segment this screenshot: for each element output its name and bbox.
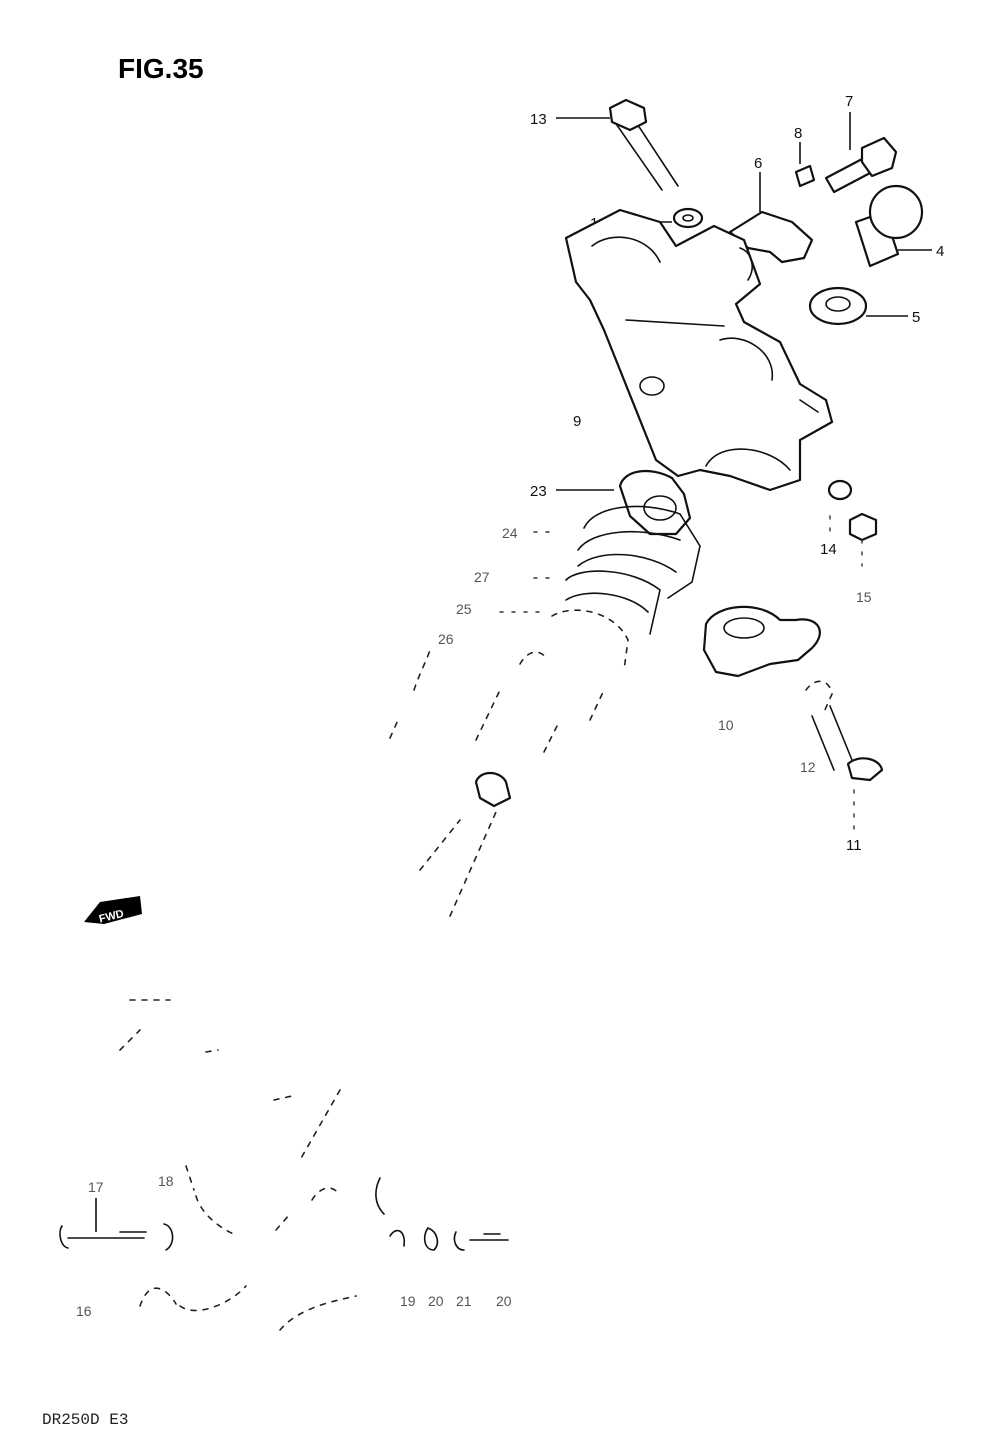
callout-17: 17 [88, 1179, 104, 1195]
lower-assembly [59, 1165, 509, 1331]
callout-9: 9 [573, 413, 581, 430]
callout-15: 15 [856, 589, 872, 605]
callout-21: 21 [456, 1293, 472, 1309]
washer-14-right [827, 479, 853, 501]
washer-5 [808, 286, 868, 326]
model-label: DR250D E3 [42, 1411, 128, 1429]
callout-23: 23 [530, 483, 547, 500]
callout-18: 18 [158, 1173, 174, 1189]
brake-hose [119, 649, 605, 1161]
bolt-13 [608, 98, 679, 191]
fwd-arrow-icon: FWD [84, 896, 142, 926]
callout-24: 24 [502, 525, 518, 541]
reservoir-10 [702, 605, 821, 678]
clamp-6 [728, 210, 814, 264]
pin-12 [805, 680, 853, 771]
seal-23 [618, 470, 692, 536]
callout-11: 11 [846, 837, 862, 854]
cup-25 [519, 609, 629, 671]
callout-25: 25 [456, 601, 472, 617]
bolt-7 [824, 136, 898, 194]
callout-16: 16 [76, 1303, 92, 1319]
callout-4: 4 [936, 243, 944, 260]
bolt-4 [854, 184, 924, 268]
callout-5: 5 [912, 309, 920, 326]
washer-8 [794, 164, 816, 188]
figure-title: FIG.35 [118, 53, 204, 84]
fwd-label: FWD [98, 908, 125, 926]
callout-12: 12 [800, 759, 816, 775]
nut-15 [848, 512, 878, 542]
callout-20: 20 [428, 1293, 444, 1309]
washer-14-top [672, 207, 704, 229]
callout-27: 27 [474, 569, 490, 585]
callout-26: 26 [438, 631, 454, 647]
nut-11 [846, 757, 884, 782]
callout-8: 8 [794, 125, 802, 142]
callout-14-right: 14 [820, 541, 837, 558]
callout-6: 6 [754, 155, 762, 172]
callout-10: 10 [718, 717, 734, 733]
master-cylinder-body-9 [564, 208, 834, 492]
boot-24 [577, 505, 701, 599]
callout-19: 19 [400, 1293, 416, 1309]
callout-7: 7 [845, 93, 853, 110]
callout-13: 13 [530, 111, 547, 128]
callout-28: 20 [496, 1293, 512, 1309]
piston-27 [565, 570, 661, 635]
